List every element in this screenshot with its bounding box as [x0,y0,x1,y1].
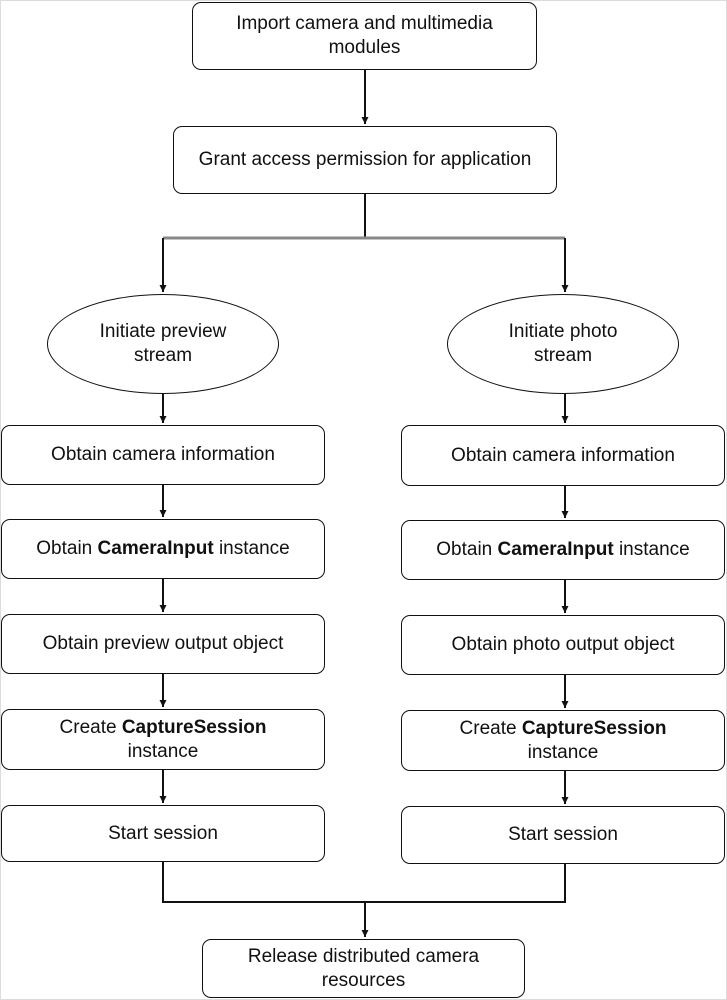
release-resources-step: Release distributed camera resources [202,939,525,998]
initiate-photo-label: Initiate photo stream [508,321,618,366]
merge-line [162,862,566,903]
photo-create-session-label: Create CaptureSession instance [459,717,667,763]
grant-permission-step: Grant access permission for application [173,126,557,194]
import-modules-label: Import camera and multimedia modules [236,13,493,58]
photo-create-session-step: Create CaptureSession instance [401,710,725,771]
preview-obtain-camera-input-step: Obtain CameraInput instance [1,519,325,579]
preview-start-session-step: Start session [1,805,325,862]
photo-obtain-camera-info-label: Obtain camera information [451,444,675,466]
grant-permission-label: Grant access permission for application [198,149,532,170]
preview-camera-input-term: CameraInput [97,538,214,559]
release-resources-label: Release distributed camera resources [247,945,480,991]
initiate-preview-label: Initiate preview stream [99,321,227,366]
photo-obtain-output-label: Obtain photo output object [451,634,675,655]
photo-obtain-output-step: Obtain photo output object [401,615,725,675]
photo-start-session-step: Start session [401,806,725,864]
preview-obtain-output-step: Obtain preview output object [1,614,325,674]
photo-obtain-camera-input-step: Obtain CameraInput instance [401,520,725,580]
photo-start-session-label: Start session [508,824,618,845]
initiate-photo-stream-node: Initiate photo stream [447,294,679,394]
preview-obtain-camera-info-label: Obtain camera information [51,444,275,465]
preview-create-session-step: Create CaptureSession instance [1,709,325,770]
preview-capture-session-term: CaptureSession [121,716,267,738]
preview-start-session-label: Start session [108,822,218,844]
initiate-preview-stream-node: Initiate preview stream [47,294,279,394]
photo-obtain-camera-input-label: Obtain CameraInput instance [436,539,690,560]
import-modules-step: Import camera and multimedia modules [192,2,537,70]
photo-camera-input-term: CameraInput [497,539,614,560]
photo-capture-session-term: CaptureSession [521,717,667,739]
preview-obtain-camera-info-step: Obtain camera information [1,425,325,485]
preview-create-session-label: Create CaptureSession instance [59,716,267,762]
photo-obtain-camera-info-step: Obtain camera information [401,425,725,486]
preview-obtain-output-label: Obtain preview output object [42,633,284,654]
preview-obtain-camera-input-label: Obtain CameraInput instance [36,538,290,559]
